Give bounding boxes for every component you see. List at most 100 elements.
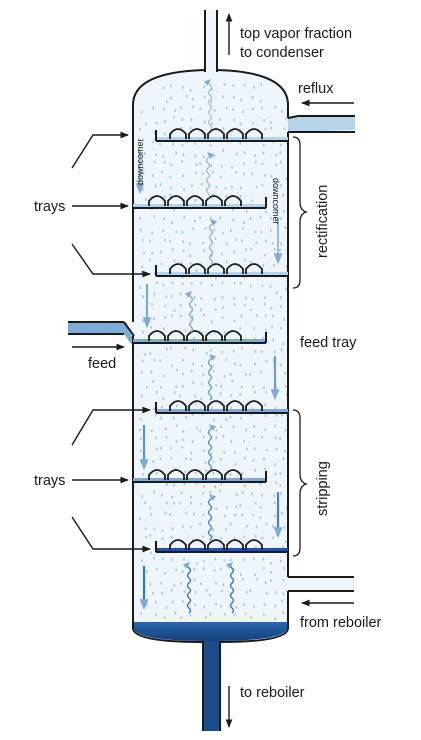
droplet xyxy=(200,382,203,386)
droplet xyxy=(152,592,155,595)
droplet xyxy=(281,599,283,603)
droplet xyxy=(260,370,262,374)
droplet xyxy=(145,603,148,607)
droplet xyxy=(155,471,158,475)
droplet xyxy=(215,602,218,606)
droplet xyxy=(204,615,207,619)
droplet xyxy=(235,170,237,174)
droplet xyxy=(213,331,216,335)
vapor-arrow xyxy=(207,354,217,401)
droplet xyxy=(233,319,236,323)
droplet xyxy=(225,358,228,362)
from-reboiler-label: from reboiler xyxy=(300,615,382,631)
droplet xyxy=(264,414,267,418)
droplet xyxy=(202,241,204,245)
bottom-outlet-pipe xyxy=(203,641,220,731)
to-reboiler-label: to reboiler xyxy=(240,685,305,701)
droplet xyxy=(221,281,224,285)
droplet xyxy=(140,611,143,615)
droplet xyxy=(159,446,162,450)
droplet xyxy=(182,358,185,362)
droplet xyxy=(220,175,222,179)
droplet xyxy=(219,216,222,220)
droplet xyxy=(181,570,184,574)
droplet xyxy=(181,144,184,147)
droplet xyxy=(162,155,165,159)
droplet xyxy=(210,320,213,324)
droplet xyxy=(239,195,242,198)
droplet xyxy=(273,185,275,189)
droplet xyxy=(209,612,212,616)
droplet xyxy=(171,495,174,499)
droplet xyxy=(201,172,204,176)
droplet xyxy=(182,372,184,376)
droplet xyxy=(269,284,272,288)
droplet xyxy=(181,385,184,388)
droplet xyxy=(251,297,254,301)
droplet xyxy=(241,491,244,494)
rectification-label: rectification xyxy=(315,185,331,258)
droplet xyxy=(173,308,176,312)
droplet xyxy=(273,501,276,505)
droplet xyxy=(189,242,192,245)
droplet xyxy=(152,407,155,411)
droplet xyxy=(222,231,225,235)
bubble-cap xyxy=(148,330,166,341)
droplet xyxy=(180,491,183,495)
bubble-cap xyxy=(226,539,244,550)
droplet xyxy=(262,336,264,340)
droplet xyxy=(170,294,173,298)
droplet xyxy=(239,141,242,145)
droplet xyxy=(223,375,226,379)
droplet xyxy=(280,348,283,352)
droplet xyxy=(253,425,256,429)
droplet xyxy=(254,534,257,538)
droplet xyxy=(263,612,265,616)
droplet xyxy=(196,562,198,566)
droplet xyxy=(279,436,281,440)
droplet xyxy=(205,351,208,355)
droplet xyxy=(173,391,176,394)
bubble-cap xyxy=(226,263,244,274)
droplet xyxy=(259,215,262,219)
droplet xyxy=(283,318,285,321)
droplet xyxy=(213,568,216,572)
droplet xyxy=(214,297,216,301)
droplet xyxy=(183,188,186,192)
droplet xyxy=(162,283,165,287)
top-vapor-pipe xyxy=(205,10,217,72)
droplet xyxy=(261,284,264,288)
droplet xyxy=(191,440,194,444)
bubble-cap xyxy=(245,539,263,550)
droplet xyxy=(173,115,175,119)
bubble-cap xyxy=(207,128,225,139)
droplet xyxy=(151,251,154,255)
droplet xyxy=(245,428,248,432)
droplet xyxy=(270,216,272,220)
droplet xyxy=(260,82,263,86)
droplet xyxy=(224,612,227,616)
droplet xyxy=(244,612,247,616)
droplet xyxy=(264,173,266,177)
droplet xyxy=(159,142,162,146)
droplet xyxy=(235,152,238,156)
droplet xyxy=(184,346,187,350)
droplet xyxy=(185,94,188,98)
tray-liquid xyxy=(133,339,266,343)
droplet xyxy=(194,603,196,607)
droplet xyxy=(181,230,184,234)
downcomer-label-right: downcomer xyxy=(271,178,281,225)
droplet xyxy=(214,276,217,280)
droplet xyxy=(275,447,278,451)
droplet xyxy=(182,240,185,244)
droplet xyxy=(272,536,274,540)
droplet xyxy=(141,188,144,192)
droplet xyxy=(154,436,157,440)
droplet xyxy=(263,603,266,607)
bubble-cap xyxy=(169,128,187,139)
droplet xyxy=(234,463,237,466)
bubble-cap xyxy=(245,400,263,411)
vapor-arrow xyxy=(182,562,192,614)
droplet xyxy=(202,449,205,453)
droplet xyxy=(231,379,234,383)
